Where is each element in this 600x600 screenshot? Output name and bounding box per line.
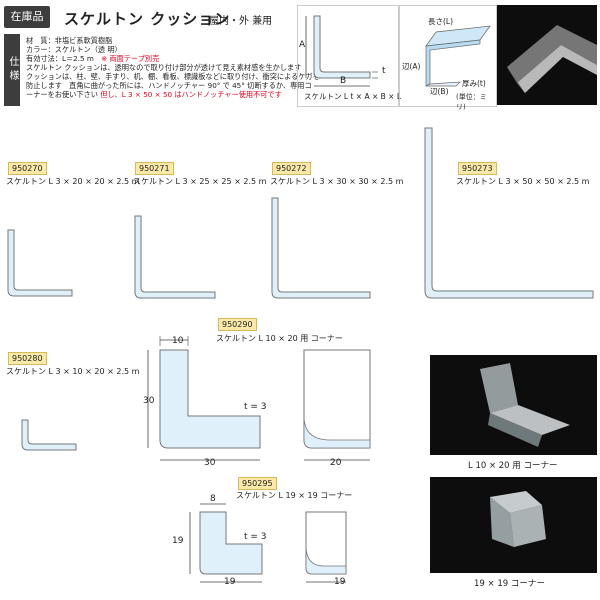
corner-code: 950295 <box>238 477 277 490</box>
dim-left: 30 <box>143 396 155 406</box>
angle-25x25-drawing <box>134 215 216 299</box>
dim-thickness: t = 3 <box>244 402 267 412</box>
dim-right-bottom: 20 <box>330 458 342 468</box>
corner-name: スケルトン L 19 × 19 コーナー <box>236 491 353 500</box>
corner-photo-image <box>490 491 546 547</box>
angle-50x50-drawing <box>424 127 594 299</box>
dim-b: B <box>340 76 347 86</box>
spec-line: 材 質：非塩ビ系軟質樹脂 <box>26 36 113 45</box>
product-name: スケルトン L 3 × 50 × 50 × 2.5 m <box>456 177 590 186</box>
spec-line: 防止します 直角に曲がった所には、ハンドノッチャー 90° で 45° 切断する… <box>26 81 312 90</box>
label-thickness: 厚み(t) <box>462 79 486 88</box>
corner-name: スケルトン L 10 × 20 用 コーナー <box>216 334 343 343</box>
label-side-a: 辺(A) <box>402 62 421 71</box>
l-shape-diagram <box>305 15 378 87</box>
angle-20x20-drawing <box>7 229 73 297</box>
product-name: スケルトン L 3 × 10 × 20 × 2.5 m <box>6 367 140 376</box>
corner-caption-2: 19 × 19 コーナー <box>474 579 545 589</box>
formula: スケルトン L t × A × B × L <box>304 92 401 101</box>
angle-photo-image <box>507 25 597 93</box>
angle-30x30-drawing <box>271 197 371 299</box>
corner-10x20-drawings <box>147 336 371 461</box>
label-unit: (単位：ミリ) <box>456 93 487 111</box>
header: 在庫品 スケルトン クッション 屋内・外 兼用 仕様 材 質：非塩ビ系軟質樹脂 … <box>0 0 600 112</box>
label-side-b: 辺(B) <box>430 87 449 96</box>
dim-top: 8 <box>210 494 216 504</box>
spec-label: 仕様 <box>4 34 20 106</box>
spec-line: カラー：スケルトン（透 明） <box>26 45 122 54</box>
l-diagram: A B t スケルトン L t × A × B × L <box>297 5 401 107</box>
section-diagram: 長さ(L) 辺(A) 辺(B) 厚み(t) (単位：ミリ) <box>399 5 497 111</box>
product-photo <box>497 5 597 105</box>
label-length: 長さ(L) <box>428 17 454 26</box>
spec-panel: 在庫品 スケルトン クッション 屋内・外 兼用 仕様 材 質：非塩ビ系軟質樹脂 … <box>4 6 320 106</box>
section-diagram-drawing <box>425 25 491 87</box>
dim-thickness: t = 3 <box>244 532 267 542</box>
spec-line: 有効寸法：L＝2.5 m ※ 両面テープ別売 <box>26 54 160 63</box>
product-code: 950271 <box>135 162 174 175</box>
corner-caption-1: L 10 × 20 用 コーナー <box>468 461 558 471</box>
corner-19x19-drawings <box>189 503 347 583</box>
dim-left: 19 <box>172 536 184 546</box>
spec-line: クッションは、柱、壁、手すり、机、棚、看板、標識板などに取り付け、衝突によるケガ… <box>26 72 320 81</box>
corner-photo-2 <box>430 477 597 573</box>
product-code: 950270 <box>8 162 47 175</box>
product-name: スケルトン L 3 × 25 × 25 × 2.5 m <box>133 177 267 186</box>
product-code: 950272 <box>272 162 311 175</box>
dim-a: A <box>299 40 306 50</box>
dim-right-bottom: 19 <box>334 577 346 587</box>
product-code: 950280 <box>8 352 47 365</box>
dim-top: 10 <box>172 336 184 346</box>
product-name: スケルトン L 3 × 30 × 30 × 2.5 m <box>270 177 404 186</box>
spec-line: ーナーをお使い下さい 但し、L 3 × 50 × 50 はハンドノッチャー使用不… <box>26 90 282 99</box>
dim-bottom: 19 <box>224 577 236 587</box>
stock-badge: 在庫品 <box>4 6 50 28</box>
product-subtitle: 屋内・外 兼用 <box>209 16 273 27</box>
corner-photo-1 <box>430 355 597 455</box>
dim-bottom: 30 <box>204 458 216 468</box>
corner-photo-image <box>480 363 570 447</box>
product-title: スケルトン クッション <box>64 10 231 28</box>
product-name: スケルトン L 3 × 20 × 20 × 2.5 m <box>6 177 140 186</box>
product-code: 950273 <box>458 162 497 175</box>
corner-code: 950290 <box>218 318 257 331</box>
spec-line: スケルトン クッションは、透明なので取り付け部分が透けて見え素材感を生かします <box>26 63 302 72</box>
dim-t: t <box>382 66 386 76</box>
angle-10x20-drawing <box>21 419 77 451</box>
